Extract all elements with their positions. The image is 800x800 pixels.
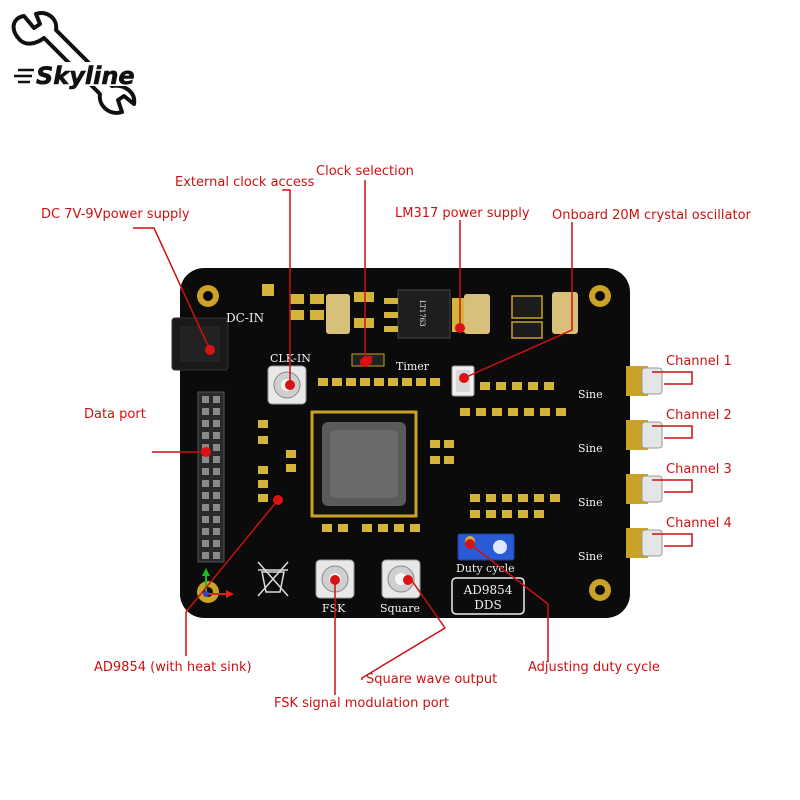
square-connector	[381, 559, 421, 599]
ad9854-chip	[310, 410, 418, 518]
pcb-board: DC-IN LT1763 CLK-IN	[171, 268, 663, 618]
line-ad9854	[185, 499, 279, 656]
dc-jack	[171, 317, 229, 371]
marker-square	[403, 575, 413, 585]
regulator-chip: LT1763	[384, 289, 464, 339]
recycle-bin-icon	[257, 561, 289, 597]
channel-2-connector	[626, 420, 663, 450]
label-channel-1: Channel 1	[666, 354, 732, 369]
top-components	[262, 284, 578, 339]
silk-timer: Timer	[396, 360, 430, 373]
label-clock-selection: Clock selection	[316, 164, 414, 179]
marker-fsk	[330, 575, 340, 585]
callout-markers	[201, 323, 475, 585]
label-external-clock: External clock access	[175, 175, 315, 190]
marker-external-clock	[285, 380, 295, 390]
label-fsk-port: FSK signal modulation port	[274, 696, 449, 711]
skyline-logo: Skyline	[11, 11, 146, 115]
silk-chip-name: AD9854	[463, 583, 513, 597]
marker-dc-power	[205, 345, 215, 355]
line-square	[361, 577, 447, 680]
line-ch2	[652, 425, 693, 439]
marker-ad9854	[273, 495, 283, 505]
data-port-header	[197, 391, 225, 563]
marker-clock-selection	[360, 357, 370, 367]
marker-crystal	[459, 373, 469, 383]
marker-lm317	[455, 323, 465, 333]
orientation-arrows-icon	[202, 568, 234, 598]
label-channel-3: Channel 3	[666, 462, 732, 477]
silk-fsk: FSK	[322, 602, 346, 615]
label-data-port: Data port	[84, 407, 146, 422]
sine-outputs: Sine Sine Sine Sine	[578, 366, 663, 563]
label-duty-adjust: Adjusting duty cycle	[528, 660, 660, 675]
label-dc-power: DC 7V-9Vpower supply	[41, 207, 190, 222]
label-ad9854: AD9854 (with heat sink)	[94, 660, 252, 675]
label-channel-4: Channel 4	[666, 516, 732, 531]
line-crystal	[463, 222, 573, 379]
line-ch4	[652, 533, 693, 547]
line-external-clock	[282, 189, 291, 385]
logo-text: Skyline	[36, 62, 135, 90]
line-dc-power	[133, 227, 211, 351]
silk-sine-1: Sine	[578, 388, 603, 401]
marker-duty	[465, 539, 475, 549]
line-ch1	[652, 371, 693, 385]
line-ch3	[652, 479, 693, 493]
chip-label-box: AD9854 DDS	[451, 577, 525, 615]
label-channel-2: Channel 2	[666, 408, 732, 423]
label-square-output: Square wave output	[366, 672, 497, 687]
channel-3-connector	[626, 474, 663, 504]
channel-1-connector	[626, 366, 663, 396]
silk-square: Square	[380, 602, 420, 615]
silk-duty-cycle: Duty cycle	[456, 562, 515, 575]
silk-regulator: LT1763	[418, 300, 426, 327]
callout-labels: External clock access Clock selection DC…	[41, 164, 752, 711]
marker-data-port	[201, 447, 211, 457]
smd-components	[258, 378, 566, 532]
callout-lines	[133, 180, 693, 695]
channel-4-connector	[626, 528, 663, 558]
silk-sine-3: Sine	[578, 496, 603, 509]
label-crystal: Onboard 20M crystal oscillator	[552, 208, 752, 223]
silk-sine-2: Sine	[578, 442, 603, 455]
silk-chip-sub: DDS	[474, 598, 501, 612]
silk-sine-4: Sine	[578, 550, 603, 563]
label-lm317: LM317 power supply	[395, 206, 530, 221]
silk-dc-in: DC-IN	[226, 311, 264, 325]
line-duty	[469, 543, 549, 662]
